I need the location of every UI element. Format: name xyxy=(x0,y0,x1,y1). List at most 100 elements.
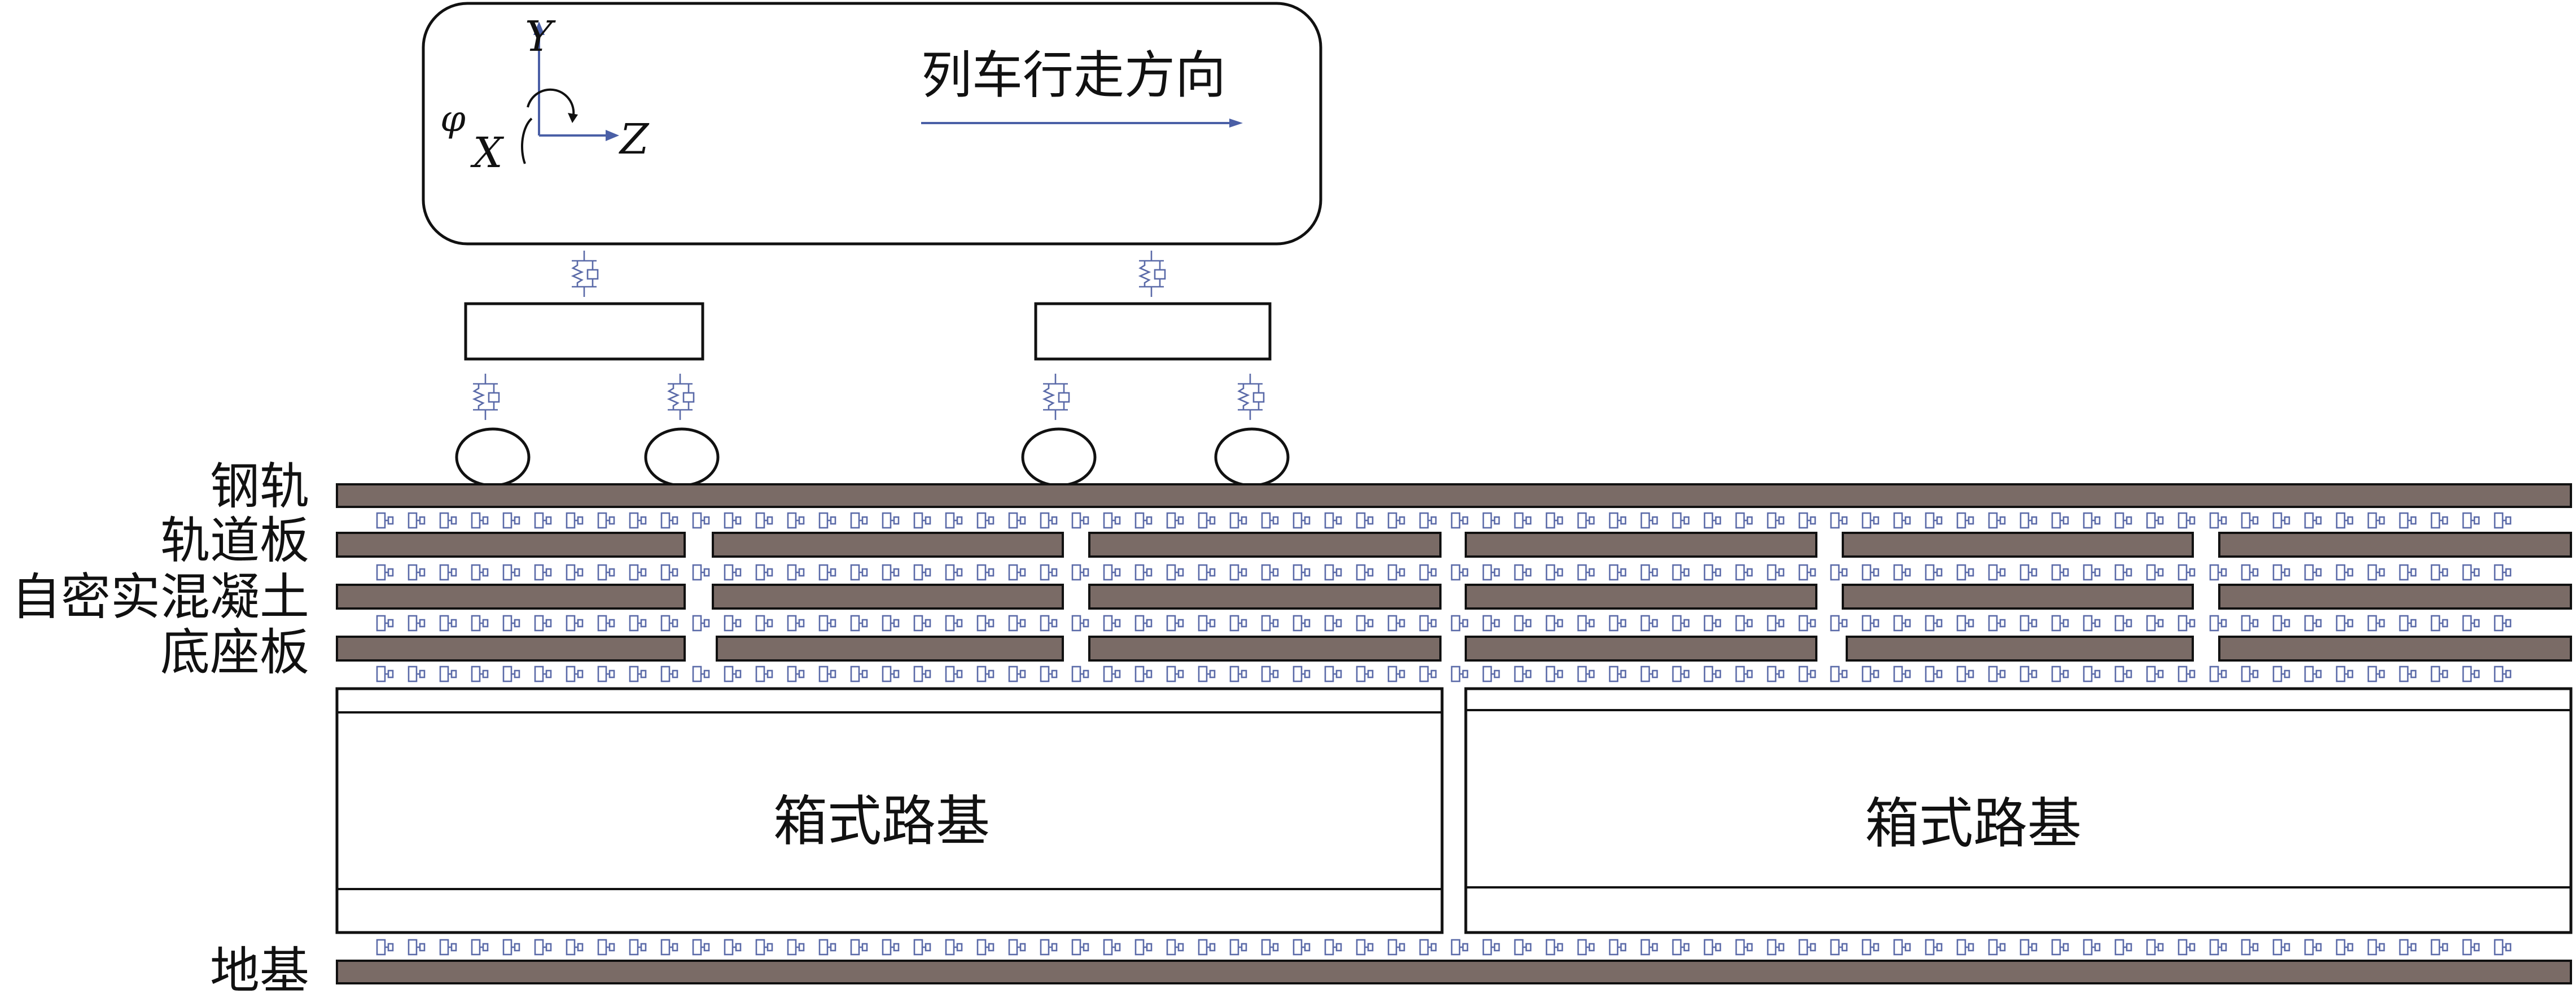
spring-damper-icon xyxy=(1988,666,2006,682)
spring-damper-icon xyxy=(913,615,931,632)
spring-damper-icon xyxy=(471,615,489,632)
primary-suspension-4 xyxy=(1237,373,1265,421)
scc-slab-segment-5 xyxy=(1842,584,2194,610)
spring-damper-icon xyxy=(2367,564,2385,581)
spring-damper-icon xyxy=(724,939,742,956)
spring-damper-icon xyxy=(1672,564,1690,581)
spring-damper-icon xyxy=(1008,666,1026,682)
spring-damper-icon xyxy=(1893,564,1911,581)
spring-damper-icon xyxy=(818,666,836,682)
spring-damper-icon xyxy=(1293,512,1311,529)
spring-damper-icon xyxy=(1609,512,1627,529)
spring-damper-icon xyxy=(1640,512,1658,529)
spring-damper-icon xyxy=(818,512,836,529)
spring-damper-icon xyxy=(2019,512,2038,529)
spring-damper-icon xyxy=(724,615,742,632)
spring-damper-icon xyxy=(1640,615,1658,632)
spring-damper-icon xyxy=(787,564,805,581)
spring-damper-icon xyxy=(1482,512,1500,529)
spring-damper-icon xyxy=(1451,939,1469,956)
scc-base-interface-springs xyxy=(376,615,2512,632)
spring-damper-icon xyxy=(2146,666,2164,682)
spring-damper-icon xyxy=(1988,615,2006,632)
subgrade-left: 箱式路基 xyxy=(335,687,1444,934)
spring-damper-icon xyxy=(2019,615,2038,632)
spring-damper-icon xyxy=(1071,564,1089,581)
spring-damper-icon xyxy=(2051,615,2069,632)
spring-damper-icon xyxy=(2083,615,2101,632)
spring-damper-icon xyxy=(1261,615,1279,632)
spring-damper-icon xyxy=(1988,564,2006,581)
spring-damper-icon xyxy=(1198,564,1216,581)
spring-damper-icon xyxy=(1798,564,1816,581)
spring-damper-icon xyxy=(1703,666,1721,682)
spring-damper-icon xyxy=(1261,666,1279,682)
spring-damper-icon xyxy=(1451,512,1469,529)
spring-damper-icon xyxy=(1419,615,1437,632)
spring-damper-icon xyxy=(1166,666,1184,682)
spring-damper-icon xyxy=(755,939,773,956)
spring-damper-icon xyxy=(1861,666,1880,682)
spring-damper-icon xyxy=(1103,615,1121,632)
label-rail: 钢轨 xyxy=(210,457,309,515)
spring-damper-icon xyxy=(787,939,805,956)
spring-damper-icon xyxy=(1735,939,1753,956)
spring-damper-icon xyxy=(882,564,900,581)
spring-damper-icon xyxy=(2462,666,2480,682)
spring-damper-icon xyxy=(376,615,394,632)
spring-damper-icon xyxy=(660,564,678,581)
spring-damper-icon xyxy=(1008,512,1026,529)
spring-damper-icon xyxy=(1387,615,1405,632)
spring-damper-icon xyxy=(882,666,900,682)
spring-damper-icon xyxy=(2430,512,2448,529)
spring-damper-icon xyxy=(1071,666,1089,682)
spring-damper-icon xyxy=(2114,939,2132,956)
spring-damper-icon xyxy=(1577,939,1595,956)
base-plate-segment-2 xyxy=(716,636,1064,662)
spring-damper-icon xyxy=(755,615,773,632)
spring-damper-icon xyxy=(534,939,552,956)
base-plate-segment-1 xyxy=(336,636,686,662)
spring-damper-icon xyxy=(502,615,520,632)
spring-damper-icon xyxy=(376,666,394,682)
spring-damper-icon xyxy=(2019,564,2038,581)
spring-damper-icon xyxy=(502,666,520,682)
spring-damper-icon xyxy=(2367,512,2385,529)
spring-damper-icon xyxy=(1609,666,1627,682)
spring-damper-icon xyxy=(724,564,742,581)
spring-damper-icon xyxy=(1387,564,1405,581)
label-scc: 自密实混凝土 xyxy=(11,568,309,626)
spring-damper-icon xyxy=(1229,939,1247,956)
spring-damper-icon xyxy=(1324,615,1342,632)
spring-damper-icon xyxy=(882,615,900,632)
spring-damper-icon xyxy=(1514,939,1532,956)
spring-damper-icon xyxy=(1040,564,1058,581)
spring-damper-icon xyxy=(945,615,963,632)
spring-damper-icon xyxy=(1861,615,1880,632)
spring-damper-icon xyxy=(2083,666,2101,682)
spring-damper-icon xyxy=(597,939,615,956)
spring-damper-icon xyxy=(818,939,836,956)
spring-damper-icon xyxy=(692,939,710,956)
axis-label-y: Y xyxy=(525,12,556,61)
spring-damper-icon xyxy=(629,666,647,682)
axis-label-x: X xyxy=(470,129,505,177)
spring-damper-icon xyxy=(913,564,931,581)
spring-damper-icon xyxy=(692,512,710,529)
spring-damper-icon xyxy=(787,615,805,632)
spring-damper-icon xyxy=(471,512,489,529)
spring-damper-icon xyxy=(976,666,995,682)
spring-damper-icon xyxy=(1893,939,1911,956)
spring-damper-icon xyxy=(629,512,647,529)
base-plate-segment-6 xyxy=(2218,636,2572,662)
spring-damper-icon xyxy=(976,512,995,529)
spring-damper-icon xyxy=(1134,512,1153,529)
spring-damper-icon xyxy=(1956,939,1974,956)
spring-damper-icon xyxy=(1134,939,1153,956)
scc-slab-segment-6 xyxy=(2218,584,2572,610)
spring-damper-icon xyxy=(1798,666,1816,682)
spring-damper-icon xyxy=(2336,564,2354,581)
spring-damper-icon xyxy=(471,564,489,581)
spring-damper-icon xyxy=(724,512,742,529)
spring-damper-icon xyxy=(1008,564,1026,581)
